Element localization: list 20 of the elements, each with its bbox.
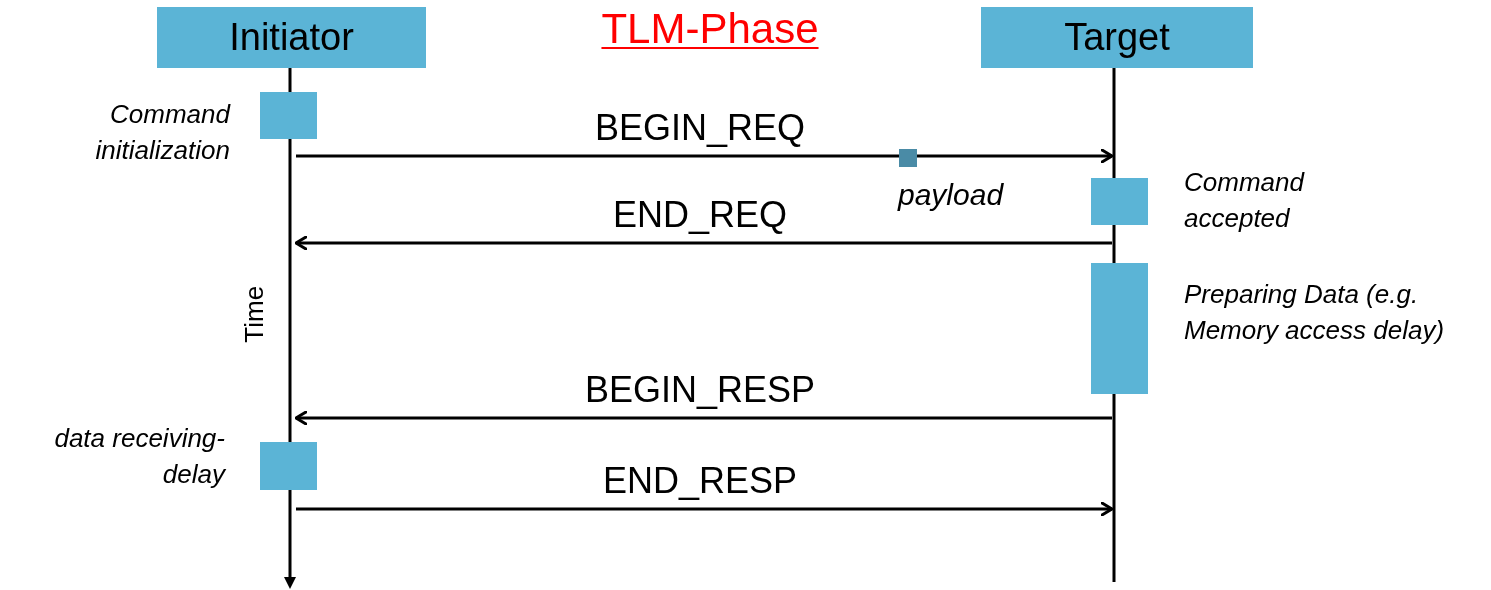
activation-bar xyxy=(1091,178,1148,225)
participant-box: Initiator xyxy=(157,7,426,68)
activation-bar xyxy=(260,92,317,139)
activation-note: Command accepted xyxy=(1184,166,1306,235)
annotation-label: payload xyxy=(898,178,1004,211)
activation-note: Command initialization xyxy=(94,98,230,167)
edge-label: END_RESP xyxy=(601,461,799,501)
message-arrow xyxy=(296,501,1114,517)
edge-label: BEGIN_REQ xyxy=(593,108,807,148)
activation-bar xyxy=(260,442,317,490)
message-arrow xyxy=(294,235,1112,251)
message-arrow xyxy=(296,148,1114,164)
diagram-title: TLM-Phase xyxy=(600,4,820,54)
participant-box: Target xyxy=(981,7,1253,68)
activation-note: data receiving-delay xyxy=(53,422,225,491)
message-arrow xyxy=(294,410,1112,426)
activation-bar xyxy=(1091,263,1148,394)
axis-label: Time xyxy=(240,285,269,343)
edge-label: BEGIN_RESP xyxy=(583,370,817,410)
activation-note: Preparing Data (e.g. Memory access delay) xyxy=(1184,278,1446,347)
